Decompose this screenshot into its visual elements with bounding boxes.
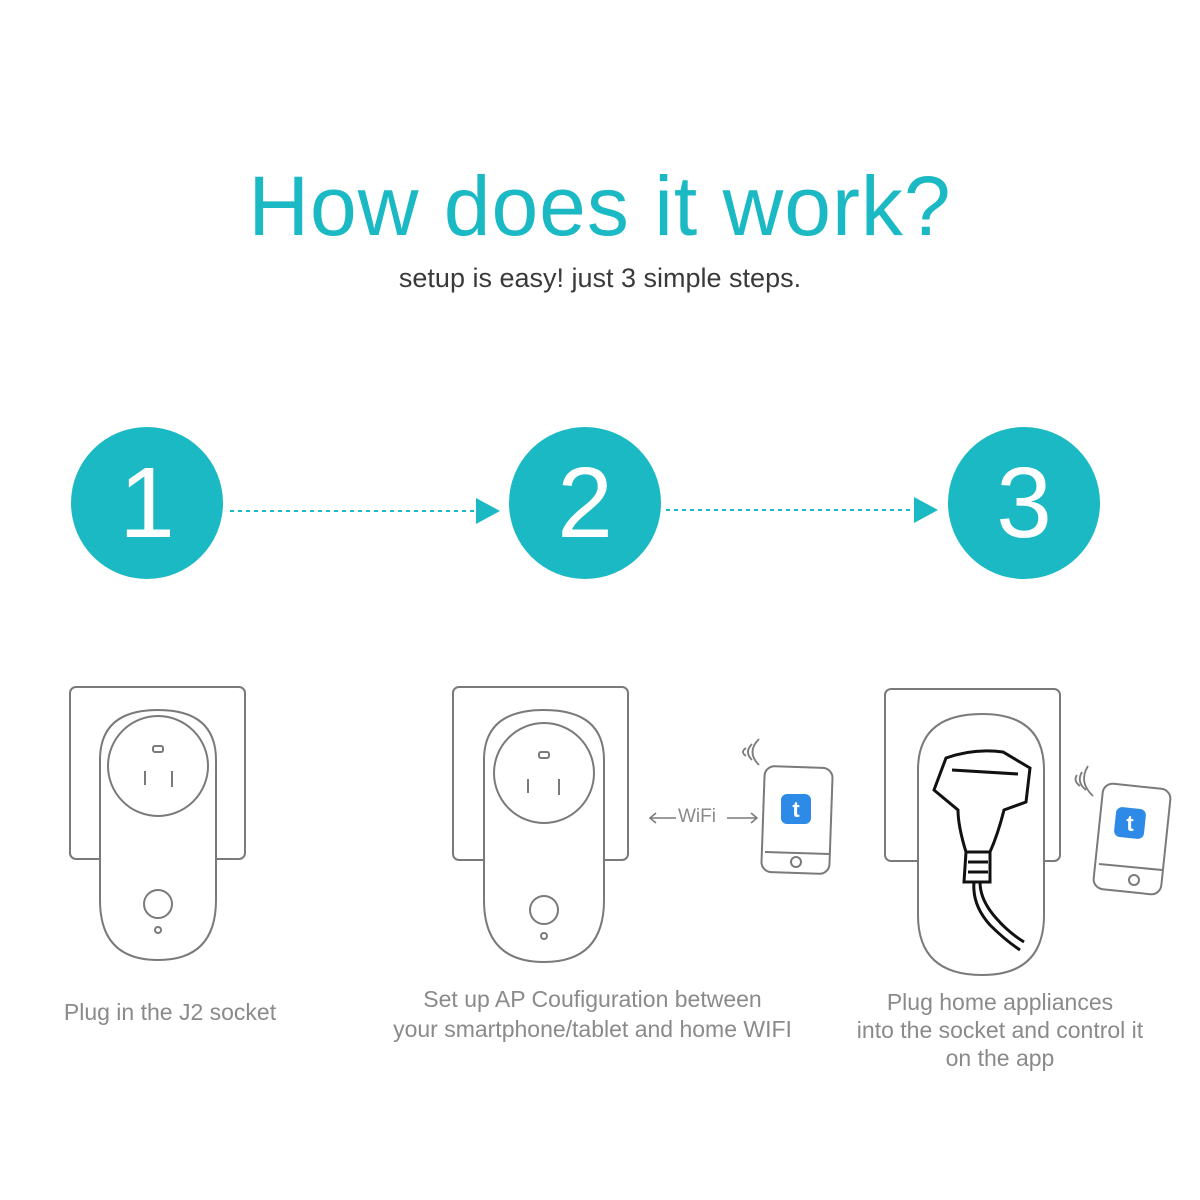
tuya-app-icon [781,794,811,824]
step-number-3: 3 [948,427,1100,579]
smartphone-icon [760,765,834,875]
smart-plug-icon [452,686,629,964]
caption-line: Plug in the J2 socket [63,999,277,1025]
caption-line: on the app [945,1045,1055,1071]
page-title: How does it work? [248,159,952,253]
arrow-right-icon [476,498,500,524]
signal-waves-icon [742,738,760,766]
svg-text:t: t [1126,811,1134,836]
wifi-double-arrow [648,812,759,824]
step-3-caption: Plug home appliances into the socket and… [826,988,1174,1072]
step-number-1: 1 [71,427,223,579]
caption-line: Plug home appliances [886,989,1114,1015]
arrow-right-icon [914,497,938,523]
wifi-label: WiFi [678,806,716,827]
signal-waves-icon [1074,765,1094,797]
svg-text:t: t [792,797,800,822]
tuya-app-icon [1114,807,1146,839]
flow-arrow-1-to-2 [230,497,938,524]
caption-line: Set up AP Coufiguration between [423,986,762,1012]
smartphone-icon [1092,782,1172,896]
step-1-caption: Plug in the J2 socket [30,997,310,1027]
power-cord-icon [932,749,1032,952]
caption-line: your smartphone/tablet and home WIFI [393,1016,792,1042]
step-2-caption: Set up AP Coufiguration between your sma… [360,984,825,1044]
step-number-2: 2 [509,427,661,579]
caption-line: into the socket and control it [856,1017,1144,1043]
smart-plug-icon [69,686,246,962]
page-subtitle: setup is easy! just 3 simple steps. [398,263,802,293]
